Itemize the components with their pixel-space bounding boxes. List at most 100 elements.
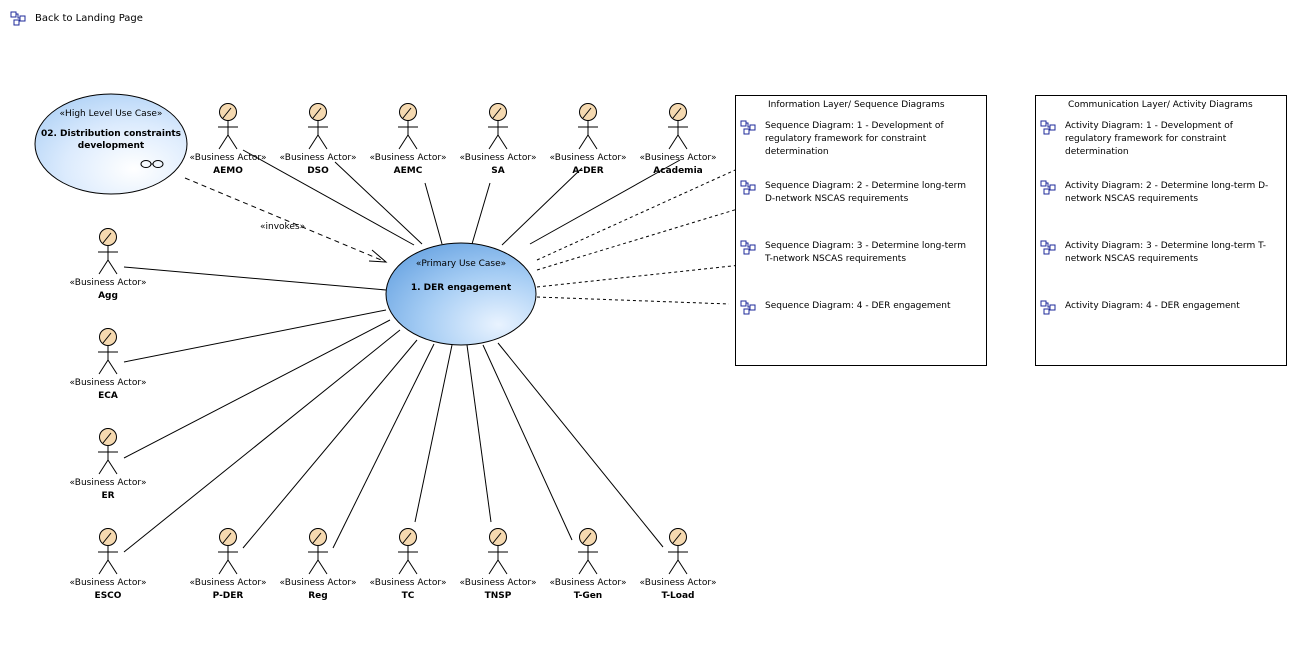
high-level-use-case[interactable]: [34, 93, 188, 195]
actor-agg[interactable]: «Business Actor»Agg: [63, 228, 153, 302]
actor-stereotype: «Business Actor»: [189, 153, 267, 163]
actor-stereotype: «Business Actor»: [369, 153, 447, 163]
activity-diagram-link-4[interactable]: Activity Diagram: 4 - DER engagement: [1040, 300, 1271, 315]
actor-name: AEMO: [213, 166, 243, 176]
reference-link-2: [536, 207, 742, 271]
actor-icon: [578, 528, 598, 575]
primary-use-case[interactable]: [385, 242, 537, 346]
actor-stereotype: «Business Actor»: [279, 578, 357, 588]
actor-tnsp[interactable]: «Business Actor» TNSP: [453, 528, 543, 602]
association-esco: [123, 329, 401, 553]
actor-name: T-Gen: [573, 591, 603, 601]
actor-dso[interactable]: «Business Actor» DSO: [273, 103, 363, 177]
high-level-stereotype: «High Level Use Case»: [59, 109, 163, 119]
communication-layer-title: Communication Layer/ Activity Diagrams: [1068, 100, 1253, 110]
diagram-icon: [1040, 300, 1056, 315]
high-level-name-line2: development: [77, 141, 145, 151]
actor-icon: [578, 103, 598, 150]
actor-aemc[interactable]: «Business Actor» AEMC: [363, 103, 453, 177]
reference-link-3: [536, 264, 742, 288]
actor-stereotype: «Business Actor»: [639, 153, 717, 163]
activity-diagram-label-3: Activity Diagram: 3 - Determine long-ter…: [1065, 241, 1267, 264]
association-aemc: [424, 182, 443, 245]
actor-name: DSO: [307, 166, 329, 176]
sequence-diagram-link-4[interactable]: Sequence Diagram: 4 - DER engagement: [740, 300, 971, 315]
actor-a-der[interactable]: «Business Actor» A-DER: [543, 103, 633, 177]
diagram-icon: [1040, 180, 1056, 195]
actor-icon: [488, 103, 508, 150]
actor-eca[interactable]: «Business Actor»ECA: [63, 328, 153, 402]
association-tgen: [482, 344, 573, 541]
actor-t-gen[interactable]: «Business Actor» T-Gen: [543, 528, 633, 602]
sequence-diagram-link-1[interactable]: Sequence Diagram: 1 - Development of reg…: [740, 120, 971, 159]
actor-stereotype: «Business Actor»: [189, 578, 267, 588]
actor-name: SA: [491, 166, 505, 176]
invokes-dependency: [184, 177, 388, 263]
sequence-diagram-label-4: Sequence Diagram: 4 - DER engagement: [765, 301, 951, 311]
actor-stereotype: «Business Actor»: [549, 578, 627, 588]
actor-stereotype: «Business Actor»: [69, 378, 147, 388]
actor-name: TNSP: [484, 591, 512, 601]
actor-icon: [98, 528, 118, 575]
association-tload: [497, 342, 664, 548]
sequence-diagram-label-1: Sequence Diagram: 1 - Development of reg…: [765, 121, 944, 157]
actor-icon: [398, 528, 418, 575]
actor-stereotype: «Business Actor»: [279, 153, 357, 163]
actor-tc[interactable]: «Business Actor»TC: [363, 528, 453, 602]
actor-stereotype: «Business Actor»: [459, 578, 537, 588]
actor-icon: [398, 103, 418, 150]
actor-stereotype: «Business Actor»: [459, 153, 537, 163]
actor-icon: [218, 103, 238, 150]
actor-icon: [668, 528, 688, 575]
actor-t-load[interactable]: «Business Actor»T-Load: [633, 528, 723, 602]
diagram-icon: [740, 300, 756, 315]
activity-diagram-link-2[interactable]: Activity Diagram: 2 - Determine long-ter…: [1040, 180, 1271, 206]
actor-reg[interactable]: «Business Actor» Reg: [273, 528, 363, 602]
actor-icon: [488, 528, 508, 575]
actor-name: Reg: [308, 591, 328, 601]
information-layer-title: Information Layer/ Sequence Diagrams: [768, 100, 945, 110]
reference-link-1: [536, 165, 745, 261]
primary-stereotype: «Primary Use Case»: [415, 259, 507, 269]
association-eca: [123, 309, 387, 363]
sequence-diagram-link-2[interactable]: Sequence Diagram: 2 - Determine long-ter…: [740, 180, 971, 206]
actor-icon: [98, 428, 118, 475]
association-aemo: [242, 149, 415, 246]
actor-academia[interactable]: «Business Actor» Academia: [633, 103, 723, 177]
actor-aemo[interactable]: «Business Actor» AEMO: [183, 103, 273, 177]
actor-icon: [98, 228, 118, 275]
reference-links: [536, 165, 745, 305]
activity-diagram-link-1[interactable]: Activity Diagram: 1 - Development of reg…: [1040, 120, 1271, 159]
invokes-label: «invokes»: [260, 222, 306, 232]
association-tnsp: [466, 344, 492, 523]
actor-name: AEMC: [393, 166, 423, 176]
actor-name: Academia: [653, 166, 703, 176]
diagram-icon: [10, 11, 26, 26]
high-level-name-line1: 02. Distribution constraints: [40, 129, 182, 139]
composite-icon: [140, 160, 164, 168]
sequence-diagram-link-3[interactable]: Sequence Diagram: 3 - Determine long-ter…: [740, 240, 971, 266]
actor-esco[interactable]: «Business Actor»ESCO: [63, 528, 153, 602]
actor-sa[interactable]: «Business Actor» SA: [453, 103, 543, 177]
actor-stereotype: «Business Actor»: [69, 278, 147, 288]
diagram-icon: [1040, 240, 1056, 255]
actor-stereotype: «Business Actor»: [639, 578, 717, 588]
sequence-diagram-label-2: Sequence Diagram: 2 - Determine long-ter…: [765, 181, 966, 204]
association-ader: [501, 167, 583, 246]
actor-er[interactable]: «Business Actor»ER: [63, 428, 153, 502]
reference-link-4: [536, 296, 730, 305]
primary-use-case-text: «Primary Use Case» 1. DER engagement: [386, 258, 536, 294]
association-pder: [242, 339, 418, 549]
actor-name: A-DER: [572, 166, 604, 176]
activity-diagram-link-3[interactable]: Activity Diagram: 3 - Determine long-ter…: [1040, 240, 1271, 266]
actor-stereotype: «Business Actor»: [549, 153, 627, 163]
actor-name: P-DER: [212, 591, 244, 601]
communication-layer-panel: Communication Layer/ Activity Diagrams A…: [1035, 95, 1287, 366]
high-level-use-case-text: «High Level Use Case» 02. Distribution c…: [38, 108, 184, 152]
actor-stereotype: «Business Actor»: [69, 478, 147, 488]
back-to-landing-link[interactable]: Back to Landing Page: [10, 11, 143, 26]
actor-p-der[interactable]: «Business Actor» P-DER: [183, 528, 273, 602]
association-sa: [471, 182, 491, 245]
activity-diagram-label-1: Activity Diagram: 1 - Development of reg…: [1065, 121, 1233, 157]
